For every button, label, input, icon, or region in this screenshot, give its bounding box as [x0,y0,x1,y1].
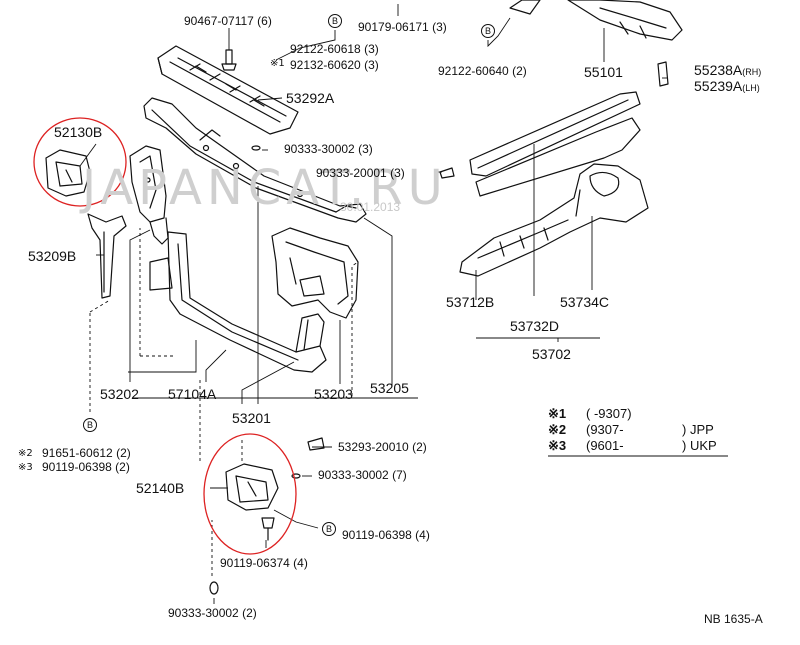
legend-row: ※2(9307-) JPP [548,422,714,437]
callout-53205: 53205 [370,380,409,396]
circle-b-mark: B [481,24,495,38]
legend-row: ※1( -9307) [548,406,632,421]
callout-53202: 53202 [100,386,139,402]
mark-2: ※2 [18,448,33,459]
highlight-circle-52140b [203,433,297,555]
callout-90333-30002-b: 90333-30002 (7) [318,468,407,482]
mark-1: ※1 [270,58,285,69]
watermark-date: 30.01.2013 [340,200,401,214]
callout-55239a: 55239A(LH) [694,78,760,94]
mark-3: ※3 [18,462,33,473]
radiator-support-lower-part [149,231,327,373]
callout-90467-07117: 90467-07117 (6) [184,14,272,28]
callout-90119-06398-a: 90119-06398 (2) [42,460,130,474]
bolt-parts [209,49,455,595]
callout-53209b: 53209B [28,248,77,264]
callout-53292a: 53292A [286,90,335,106]
callout-91651-60612: 91651-60612 (2) [42,446,131,460]
watermark-brand: JAPANCAT.RU [82,160,448,216]
callout-90179-06171: 90179-06171 (3) [358,20,447,34]
callout-90333-30002-c: 90333-30002 (2) [168,606,257,620]
highlight-circle-52130b [33,117,127,207]
hood-lock-support-part [157,45,299,135]
legend-row: ※3(9601-) UKP [548,438,717,453]
callout-53702: 53702 [532,346,571,362]
callout-90119-06398-b: 90119-06398 (4) [342,528,430,542]
left-brace-part [87,213,127,299]
callout-53203: 53203 [314,386,353,402]
callout-53734c: 53734C [560,294,610,310]
callout-52130b: 52130B [54,124,103,140]
callout-53732d: 53732D [510,318,560,334]
callout-55238a: 55238A(RH) [694,62,762,78]
callout-53712b: 53712B [446,294,495,310]
callout-92122-60618: 92122-60618 (3) [290,42,379,56]
radiator-support-upper-part [143,97,367,223]
cowl-panel-part [509,0,683,41]
callout-53293-20010: 53293-20010 (2) [338,440,427,454]
circle-b-mark: B [322,522,336,536]
callout-55101: 55101 [584,64,623,80]
apron-assembly-part [459,91,649,277]
part-55238a-icon [657,61,669,87]
callout-52140b: 52140B [136,480,185,496]
bracket-52130b-part [45,149,91,197]
callout-92122-60640: 92122-60640 (2) [438,64,527,78]
diagram-code: NB 1635-A [704,612,763,626]
callout-53201: 53201 [232,410,271,426]
radiator-support-left-part [129,145,169,245]
callout-90333-20001: 90333-20001 (3) [316,166,405,180]
bracket-52140b-part [225,463,279,511]
callout-92132-60620: 92132-60620 (3) [290,58,379,72]
legend: ※1( -9307) ※2(9307-) JPP ※3(9601-) UKP [548,406,717,454]
callout-90333-30002-a: 90333-30002 (3) [284,142,373,156]
circle-b-mark: B [328,14,342,28]
callout-90119-06374: 90119-06374 (4) [220,556,308,570]
radiator-support-right-part [271,227,359,319]
circle-b-mark: B [83,418,97,432]
callout-57104a: 57104A [168,386,217,402]
